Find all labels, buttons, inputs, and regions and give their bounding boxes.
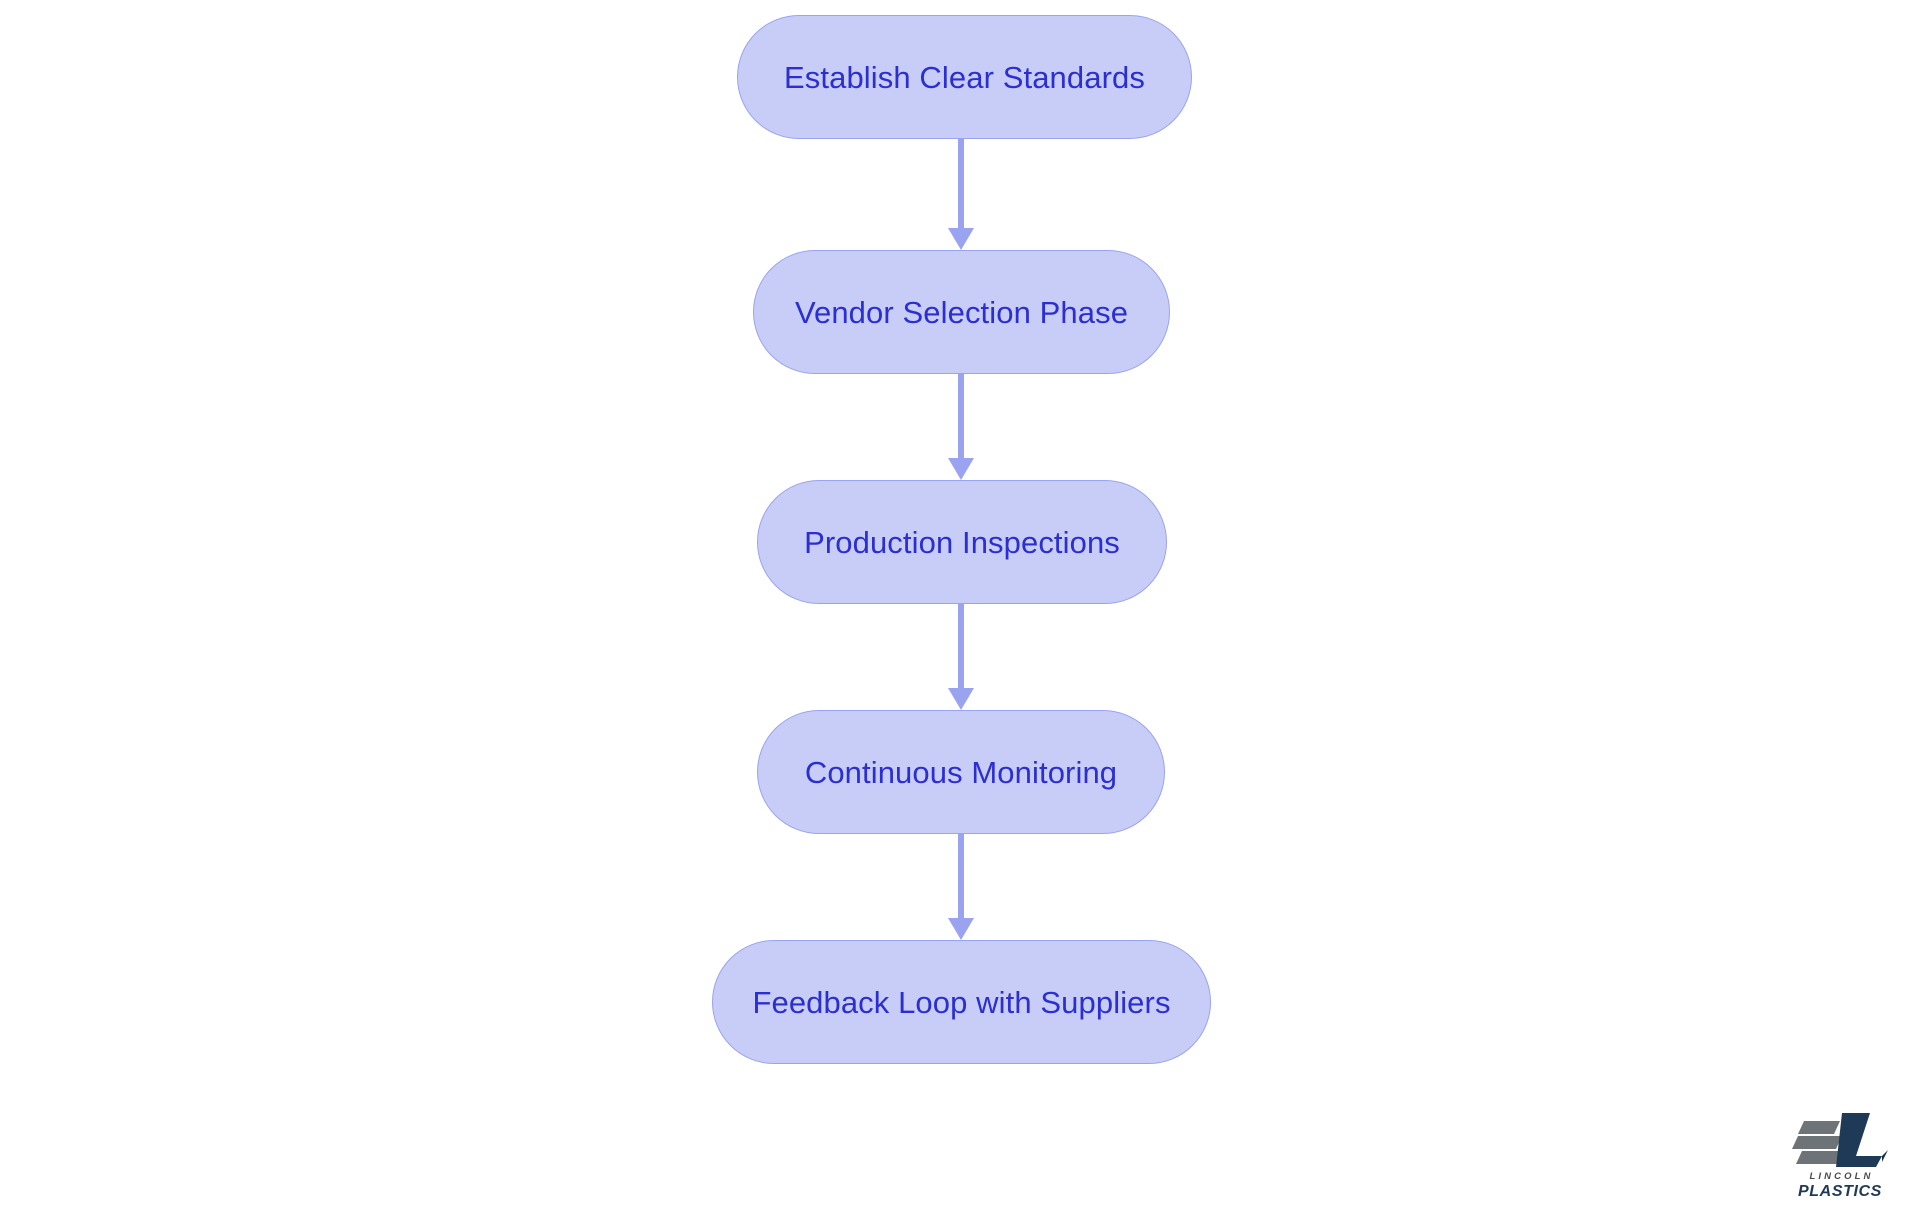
down-arrow-icon (948, 458, 974, 480)
connector-stem (958, 834, 964, 918)
logo-line-plastics: PLASTICS (1798, 1182, 1882, 1200)
flow-node-label: Feedback Loop with Suppliers (752, 984, 1171, 1020)
flow-node-vendor-selection-phase[interactable]: Vendor Selection Phase (753, 250, 1170, 374)
flow-node-label: Vendor Selection Phase (794, 294, 1129, 330)
down-arrow-icon (948, 918, 974, 940)
flow-node-establish-clear-standards[interactable]: Establish Clear Standards (737, 15, 1192, 139)
down-arrow-icon (948, 688, 974, 710)
logo-text: LINCOLN PLASTICS (1786, 1171, 1894, 1201)
flow-node-label: Establish Clear Standards (784, 59, 1145, 95)
connector-stem (958, 374, 964, 458)
flow-node-feedback-loop-with-suppliers[interactable]: Feedback Loop with Suppliers (712, 940, 1211, 1064)
flow-node-label: Continuous Monitoring (804, 754, 1118, 790)
logo-line-lincoln: LINCOLN (1809, 1171, 1874, 1182)
flow-node-label: Production Inspections (804, 524, 1120, 560)
lincoln-plastics-logo: LINCOLN PLASTICS (1786, 1109, 1894, 1201)
logo-mark-icon (1786, 1109, 1894, 1171)
down-arrow-icon (948, 228, 974, 250)
connector-stem (958, 139, 964, 228)
flow-node-production-inspections[interactable]: Production Inspections (757, 480, 1167, 604)
connector-stem (958, 604, 964, 688)
flow-node-continuous-monitoring[interactable]: Continuous Monitoring (757, 710, 1165, 834)
